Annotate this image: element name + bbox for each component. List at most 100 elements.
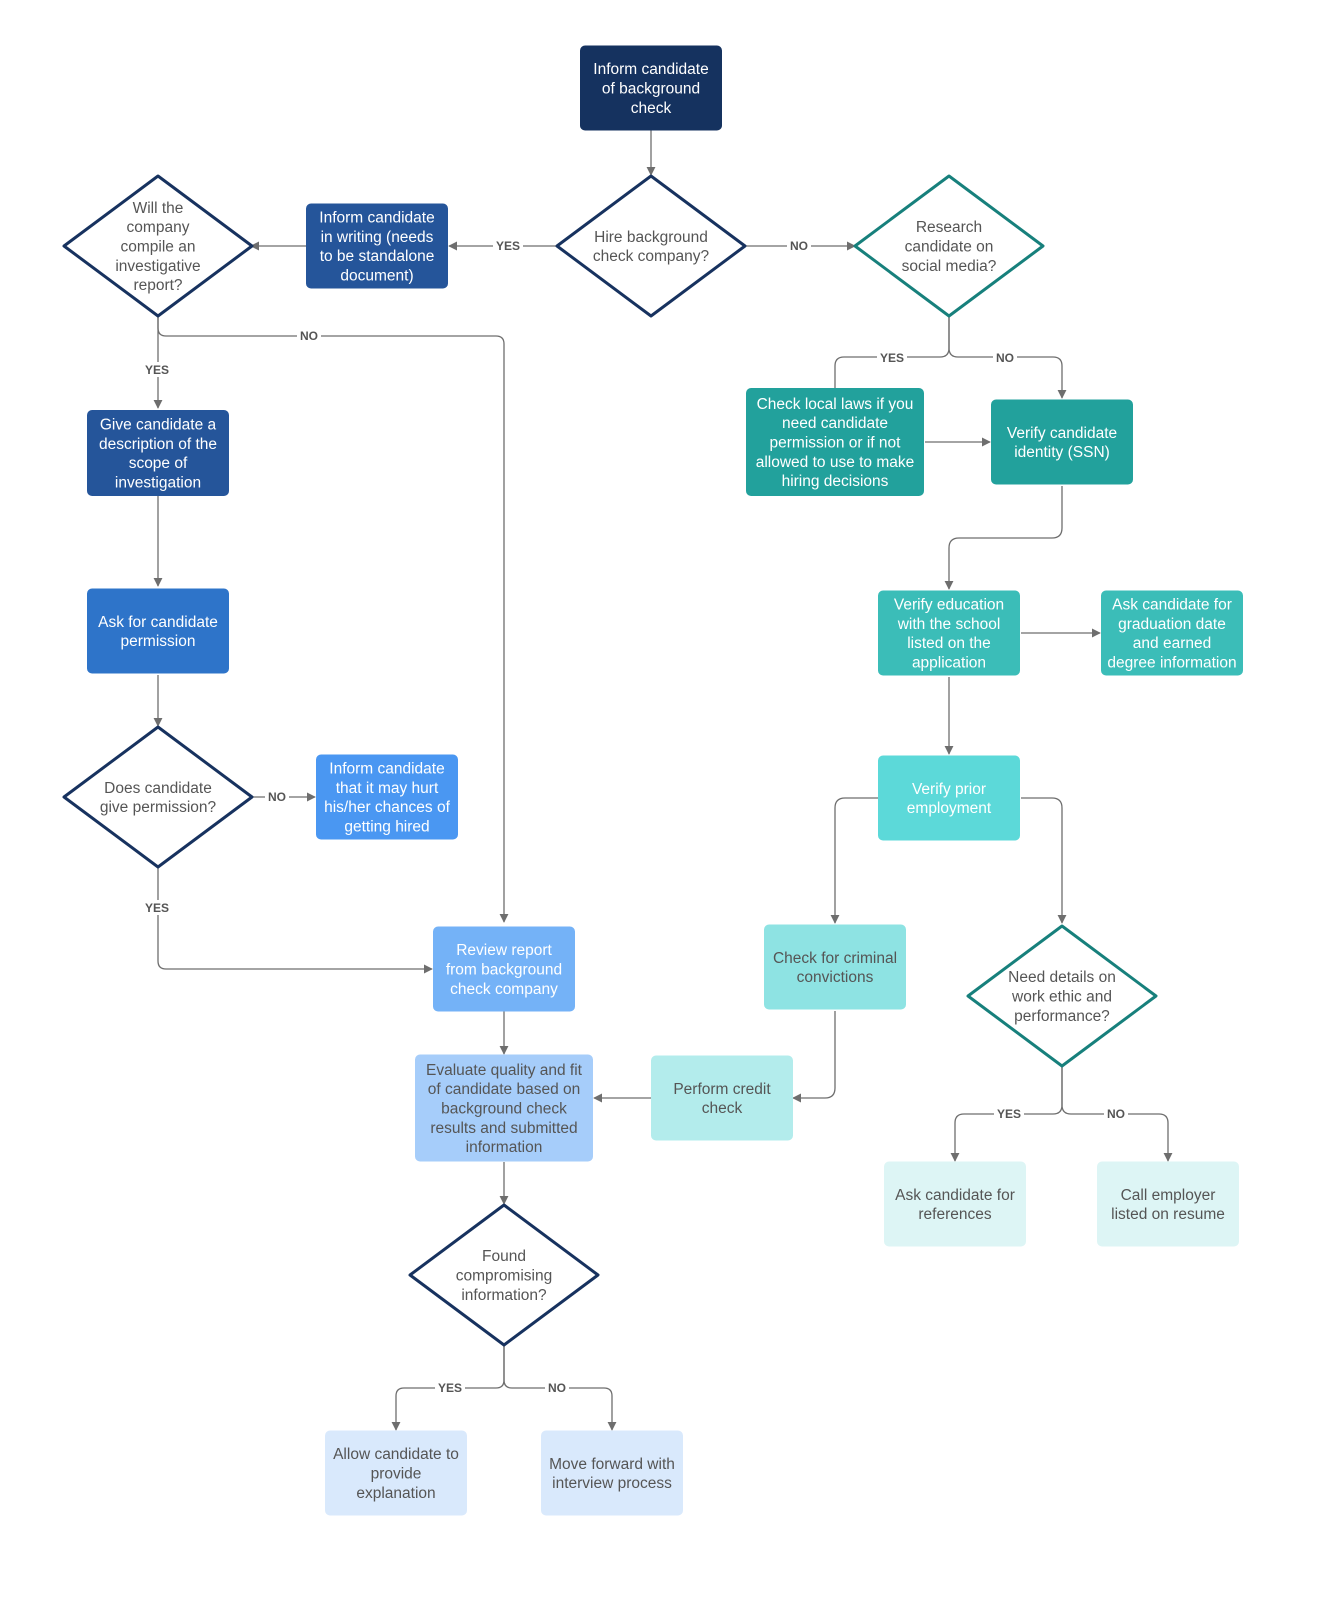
node-label-line: listed on resume xyxy=(1111,1206,1225,1223)
node-label-line: investigation xyxy=(115,474,201,491)
node-label-line: of candidate based on xyxy=(428,1081,581,1098)
node-label-line: Hire background xyxy=(594,229,708,246)
node-label-line: and earned xyxy=(1133,635,1211,652)
edge-label-found-yes: YES xyxy=(435,1380,465,1395)
node-label-line: permission xyxy=(121,633,196,650)
edge-label-hire-no: NO xyxy=(787,238,811,253)
node-label-line: check company? xyxy=(593,248,710,265)
node-label-line: check xyxy=(631,100,672,117)
edge-label-will-yes: YES xyxy=(142,362,172,377)
node-label-line: compromising xyxy=(456,1268,552,1285)
node-label-line: Need details on xyxy=(1008,969,1116,986)
edge-identity-to-edu xyxy=(944,486,1063,590)
node-label-line: Ask candidate for xyxy=(1112,597,1232,614)
node-research-social: Research candidate on social media? xyxy=(853,174,1045,318)
process-box xyxy=(651,1055,793,1141)
node-label-line: check company xyxy=(450,981,558,998)
node-label-line: information? xyxy=(461,1287,547,1304)
node-label-line: listed on the xyxy=(907,635,991,652)
edge-does-yes xyxy=(157,867,433,974)
process-box xyxy=(991,399,1133,485)
decision-diamond xyxy=(62,725,254,869)
node-label-line: investigative xyxy=(115,258,200,275)
node-label-line: convictions xyxy=(797,969,874,986)
node-label-line: Research xyxy=(916,219,982,236)
process-box xyxy=(764,924,906,1010)
node-found-info: Found compromising information? xyxy=(408,1203,600,1347)
node-label-line: scope of xyxy=(129,455,188,472)
process-box xyxy=(746,388,924,496)
node-label-line: explanation xyxy=(356,1485,435,1502)
node-label-line: employment xyxy=(907,800,992,817)
node-label-line: Verify education xyxy=(894,597,1004,614)
node-label-line: references xyxy=(918,1206,991,1223)
node-call-employer: Call employer listed on resume xyxy=(1097,1161,1239,1247)
node-label-line: Found xyxy=(482,1248,526,1265)
node-label-line: Perform credit xyxy=(673,1081,771,1098)
node-label-line: his/her chances of xyxy=(324,799,450,816)
node-label-line: work ethic and xyxy=(1011,989,1112,1006)
edge-label-does-yes: YES xyxy=(142,900,172,915)
svg-text:YES: YES xyxy=(145,363,169,377)
node-label-line: social media? xyxy=(902,258,997,275)
node-label-line: description of the xyxy=(99,436,217,453)
node-label-line: Call employer xyxy=(1121,1187,1216,1204)
node-label-line: check xyxy=(702,1100,743,1117)
node-hire-company: Hire background check company? xyxy=(555,174,747,318)
node-label-line: information xyxy=(466,1139,543,1156)
svg-text:NO: NO xyxy=(548,1381,566,1395)
node-label-line: Will the xyxy=(133,200,184,217)
node-label-line: Inform candidate xyxy=(319,210,434,227)
process-box xyxy=(580,45,722,131)
edge-label-found-no: NO xyxy=(545,1380,569,1395)
node-label-line: permission or if not xyxy=(770,435,902,452)
process-box xyxy=(87,588,229,674)
process-box xyxy=(878,590,1020,676)
node-label-line: Check local laws if you xyxy=(757,396,914,413)
node-label-line: Move forward with xyxy=(549,1456,675,1473)
node-label-line: Does candidate xyxy=(104,780,212,797)
process-box xyxy=(87,410,229,496)
edge-label-details-no: NO xyxy=(1104,1106,1128,1121)
edge-label-research-no: NO xyxy=(993,350,1017,365)
node-label-line: compile an xyxy=(121,239,196,256)
edge-employment-to-criminal xyxy=(830,797,878,924)
node-check-laws: Check local laws if you need candidate per… xyxy=(746,388,924,496)
process-box xyxy=(415,1054,593,1162)
svg-text:NO: NO xyxy=(1107,1107,1125,1121)
node-label-line: getting hired xyxy=(344,818,429,835)
node-label-line: need candidate xyxy=(782,415,888,432)
node-label-line: company xyxy=(127,219,190,236)
node-label-line: degree information xyxy=(1107,654,1236,671)
node-label-line: candidate on xyxy=(905,239,994,256)
process-box xyxy=(541,1430,683,1516)
edge-criminal-to-credit xyxy=(792,1011,836,1103)
node-label-line: provide xyxy=(371,1466,422,1483)
node-label-line: document) xyxy=(340,267,413,284)
node-label-line: Inform candidate xyxy=(593,61,708,78)
node-label-line: Review report xyxy=(456,942,552,959)
decision-diamond xyxy=(62,174,254,318)
process-box xyxy=(1097,1161,1239,1247)
process-box xyxy=(433,926,575,1012)
node-label-line: Verify candidate xyxy=(1007,425,1117,442)
svg-text:NO: NO xyxy=(996,351,1014,365)
svg-text:YES: YES xyxy=(997,1107,1021,1121)
edge-employment-to-details xyxy=(1021,797,1067,924)
decision-diamond xyxy=(853,174,1045,318)
process-box xyxy=(1101,590,1243,676)
edge-label-research-yes: YES xyxy=(877,350,907,365)
